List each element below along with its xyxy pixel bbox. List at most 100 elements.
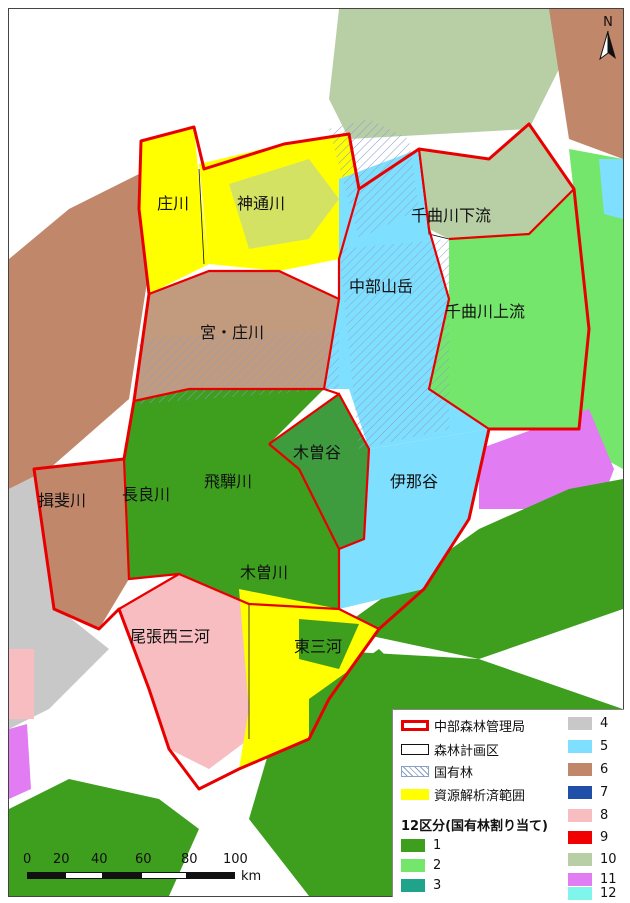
legend-division-title: 12区分(国有林割り当て)	[401, 819, 548, 834]
label-kiso-dani: 木曽谷	[293, 443, 341, 462]
label-jinzu: 神通川	[237, 194, 285, 213]
north-arrow: N	[597, 15, 619, 63]
land-south-green	[9, 779, 199, 896]
scale-segment-1	[27, 872, 65, 879]
legend-division-8: 8	[568, 806, 608, 824]
land-purple-edge	[9, 724, 31, 799]
label-hidagawa: 飛騨川	[204, 472, 252, 491]
legend-division-5: 5	[568, 737, 608, 755]
region-chikuma-lower	[419, 124, 574, 239]
label-owari-nishimikawa: 尾張西三河	[130, 627, 210, 646]
scale-segment-4	[141, 872, 187, 879]
north-arrow-icon	[599, 30, 616, 61]
legend-label-planning: 森林計画区	[434, 743, 500, 759]
label-nagaragawa: 長良川	[122, 485, 170, 504]
region-ibigawa	[34, 459, 129, 629]
legend-swatch-3	[401, 878, 425, 892]
legend-num-7: 7	[600, 784, 609, 800]
legend-num-4: 4	[600, 715, 609, 731]
scale-tick-40: 40	[91, 852, 108, 867]
hatch-central	[139, 329, 339, 404]
land-purple	[479, 409, 614, 509]
land-east-blue	[599, 159, 623, 219]
legend-item-bureau: 中部森林管理局	[401, 716, 526, 735]
land-north-sage	[329, 9, 569, 139]
legend-swatch-10	[568, 852, 592, 866]
label-shokawa: 庄川	[157, 194, 189, 213]
region-higashi-mikawa-south	[309, 649, 429, 779]
legend-swatch-2	[401, 858, 425, 872]
legend-swatch-analyzed	[401, 788, 429, 800]
legend-division-11: 11	[568, 870, 617, 888]
legend-num-10: 10	[600, 851, 617, 867]
label-kisogawa: 木曽川	[240, 563, 288, 582]
scale-segment-2	[65, 872, 103, 879]
label-miya-sho: 宮・庄川	[200, 323, 264, 342]
scale-tick-60: 60	[135, 852, 152, 867]
legend-swatch-12	[568, 886, 592, 900]
legend-swatch-4	[568, 716, 592, 730]
label-chikuma-upper: 千曲川上流	[445, 302, 525, 321]
region-kiso-dani	[269, 394, 369, 549]
map-legend: 中部森林管理局 森林計画区 国有林 資源解析済範囲 12区分(国有林割り当て) …	[392, 709, 624, 901]
legend-division-12: 12	[568, 886, 617, 901]
region-jinzu-sage	[229, 159, 339, 249]
scale-segment-5	[187, 872, 235, 879]
legend-num-1: 1	[433, 837, 442, 853]
legend-swatch-1	[401, 838, 425, 852]
legend-division-2: 2	[401, 856, 441, 874]
legend-label-bureau: 中部森林管理局	[434, 719, 526, 735]
label-ibigawa: 揖斐川	[38, 491, 86, 510]
legend-num-11: 11	[600, 871, 617, 887]
bureau-inner-lines	[118, 148, 575, 630]
label-chikuma-lower: 千曲川下流	[411, 206, 491, 225]
legend-num-9: 9	[600, 829, 609, 845]
legend-num-8: 8	[600, 807, 609, 823]
legend-num-5: 5	[600, 738, 609, 754]
legend-swatch-5	[568, 739, 592, 753]
legend-division-1: 1	[401, 836, 441, 854]
land-pink-edge	[9, 649, 34, 719]
label-ina-dani: 伊那谷	[390, 472, 438, 491]
legend-item-analyzed: 資源解析済範囲	[401, 785, 526, 804]
label-higashi-mikawa: 東三河	[294, 637, 342, 656]
region-owari-nishimikawa	[119, 574, 249, 769]
scale-tick-100: 100	[223, 852, 248, 867]
scale-bar: 0 20 40 60 80 100 km	[23, 852, 283, 892]
scale-tick-20: 20	[53, 852, 70, 867]
scale-unit: km	[241, 869, 262, 884]
legend-swatch-9	[568, 830, 592, 844]
sea-japan	[9, 9, 129, 259]
region-chikuma-upper	[429, 189, 589, 429]
scale-tick-0: 0	[23, 852, 32, 867]
legend-item-planning: 森林計画区	[401, 740, 500, 759]
legend-division-10: 10	[568, 850, 617, 868]
legend-division-6: 6	[568, 760, 608, 778]
legend-swatch-7	[568, 785, 592, 799]
legend-num-3: 3	[433, 877, 442, 893]
legend-swatch-national-forest	[401, 765, 429, 777]
scale-segment-3	[103, 872, 141, 879]
legend-swatch-11	[568, 872, 592, 886]
legend-swatch-8	[568, 808, 592, 822]
region-ina-dani	[339, 429, 489, 609]
legend-num-12: 12	[600, 885, 617, 901]
legend-label-national-forest: 国有林	[434, 765, 474, 781]
region-higashi-mikawa-green	[299, 619, 359, 669]
sea-pacific	[479, 609, 623, 709]
legend-division-7: 7	[568, 783, 608, 801]
legend-division-9: 9	[568, 828, 608, 846]
scale-tick-80: 80	[181, 852, 198, 867]
legend-division-4: 4	[568, 714, 608, 732]
legend-label-analyzed: 資源解析済範囲	[434, 788, 526, 804]
land-west	[9, 174, 149, 489]
map-frame: 庄川 神通川 千曲川下流 中部山岳 千曲川上流 宮・庄川 木曽谷 伊那谷 揖斐川…	[8, 8, 624, 901]
legend-item-national-forest: 国有林	[401, 762, 474, 781]
legend-division-3: 3	[401, 876, 441, 894]
legend-num-6: 6	[600, 761, 609, 777]
legend-swatch-6	[568, 762, 592, 776]
legend-swatch-planning	[401, 743, 429, 755]
legend-swatch-bureau	[401, 719, 429, 731]
region-nagara-hida-kiso	[124, 389, 339, 609]
region-shokawa	[139, 127, 209, 294]
